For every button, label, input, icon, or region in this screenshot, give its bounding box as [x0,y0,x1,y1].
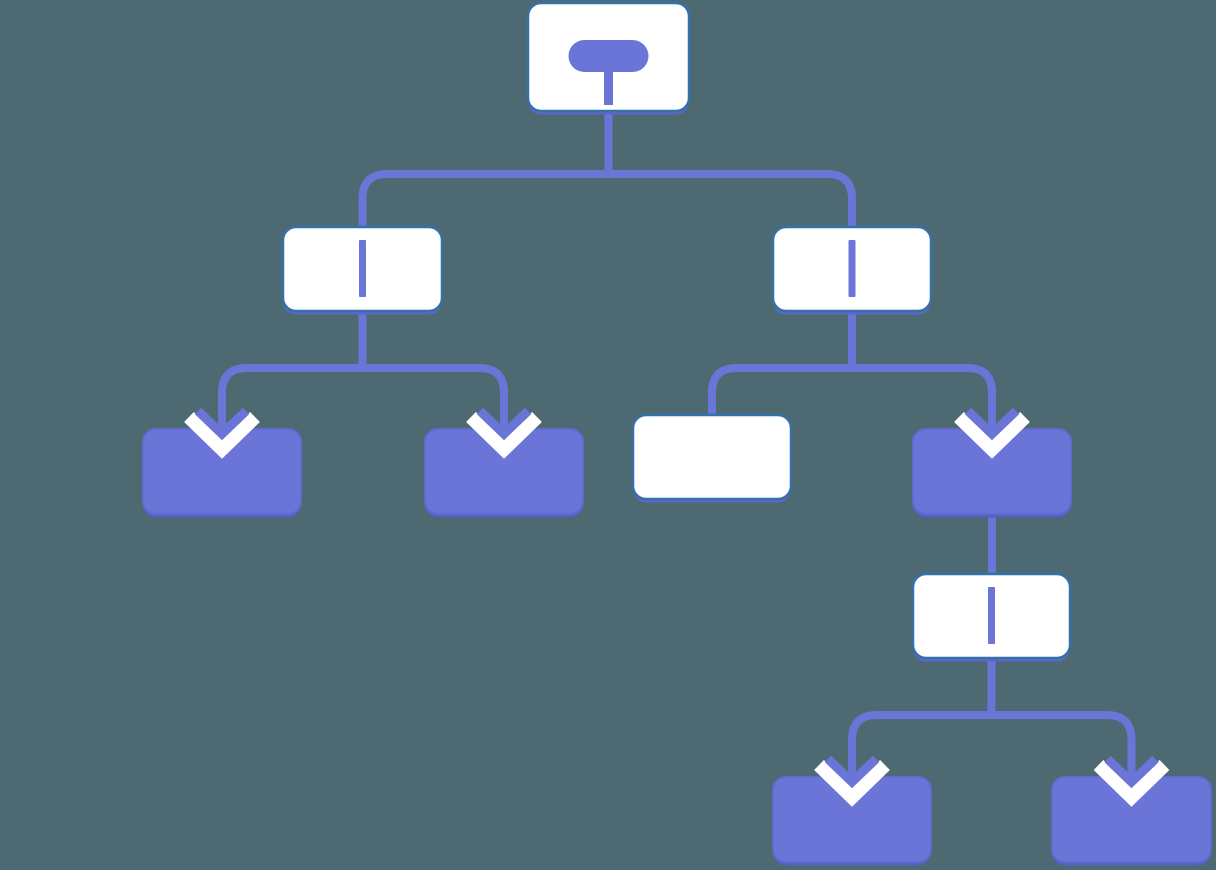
passthrough-line-glyph [988,587,995,644]
arrow-down-marker [184,407,260,459]
tree-connector-branch [848,711,1136,781]
root-pill-stem [604,69,613,105]
chevron-white-icon [1093,759,1170,807]
chevron-purple-icon [194,407,250,441]
node-purple-mid[interactable] [912,428,1072,518]
node-branch-right[interactable] [771,225,933,315]
node-body[interactable] [631,413,793,501]
chevron-white-icon [466,411,542,459]
arrow-down-marker [466,407,542,459]
passthrough-line-glyph [848,240,856,297]
marker-layer [184,407,1170,807]
chevron-purple-icon [824,755,880,789]
tree-connector-branch [708,364,996,433]
chevron-purple-icon [476,407,532,441]
chevron-purple-icon [1104,755,1159,789]
node-leaf-2[interactable] [424,428,584,518]
chevron-white-icon [814,759,890,807]
node-branch-left[interactable] [281,225,444,315]
root-pill-glyph [568,40,649,72]
chevron-purple-icon [964,407,1020,441]
chevron-white-icon [954,411,1030,459]
tree-connector-branch [358,170,856,230]
node-layer [142,1,1212,866]
node-leaf-4[interactable] [1051,776,1212,866]
node-leaf-3[interactable] [772,776,932,866]
node-branch-bottom[interactable] [911,572,1072,662]
tree-connector-branch [218,364,508,433]
connector-layer [218,109,1136,781]
node-child-plain[interactable] [631,413,793,503]
arrow-down-marker [954,407,1030,459]
node-leaf-1[interactable] [142,428,302,518]
node-root[interactable] [526,1,691,115]
passthrough-line-glyph [359,240,366,297]
arrow-down-marker [1093,755,1170,807]
chevron-white-icon [184,411,260,459]
arrow-down-marker [814,755,890,807]
